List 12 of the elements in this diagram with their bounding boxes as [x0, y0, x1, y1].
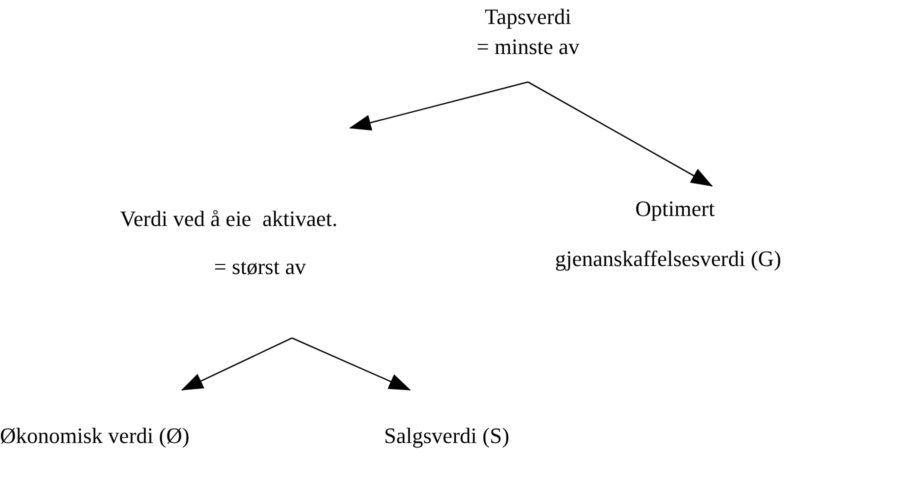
node-text: Økonomisk verdi (Ø)	[0, 423, 190, 449]
node-text: Verdi ved å eie aktivaet.	[120, 206, 338, 232]
arrow	[181, 337, 292, 391]
node-text: Salgsverdi (S)	[384, 423, 510, 449]
arrow	[292, 337, 411, 391]
node-text: Tapsverdi	[484, 4, 572, 30]
node-text: = minste av	[476, 34, 580, 60]
node-text: = størst av	[214, 254, 306, 280]
arrow	[528, 81, 713, 187]
arrow	[349, 81, 528, 130]
node-text: Optimert	[634, 196, 716, 222]
node-text: gjenanskaffelsesverdi (G)	[555, 246, 782, 272]
